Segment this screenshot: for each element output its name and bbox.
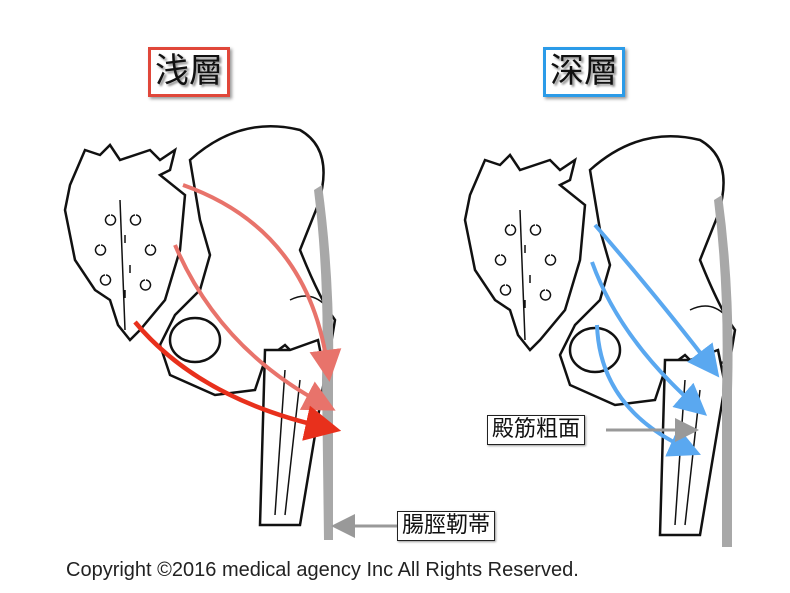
arrow-deep-upper [593, 223, 720, 378]
arrow-deep-lower [595, 324, 701, 457]
copyright-text: Copyright ©2016 medical agency Inc All R… [66, 559, 579, 581]
deep-pelvis-illustration [463, 135, 737, 547]
arrow-gluteus-maximus-upper [182, 183, 342, 382]
iliotibial-band-label: 腸脛靭帯 [397, 511, 496, 541]
arrow-gluteus-maximus-lower [133, 320, 342, 441]
superficial-pelvis-illustration [63, 125, 342, 540]
deep-layer-title: 深層 [543, 47, 625, 97]
arrow-deep-middle [590, 261, 708, 416]
iliotibial-band-right [714, 195, 733, 547]
gluteal-tuberosity-label: 殿筋粗面 [487, 415, 586, 445]
superficial-layer-title: 浅層 [148, 47, 230, 97]
arrow-gluteus-maximus-middle [173, 244, 336, 411]
